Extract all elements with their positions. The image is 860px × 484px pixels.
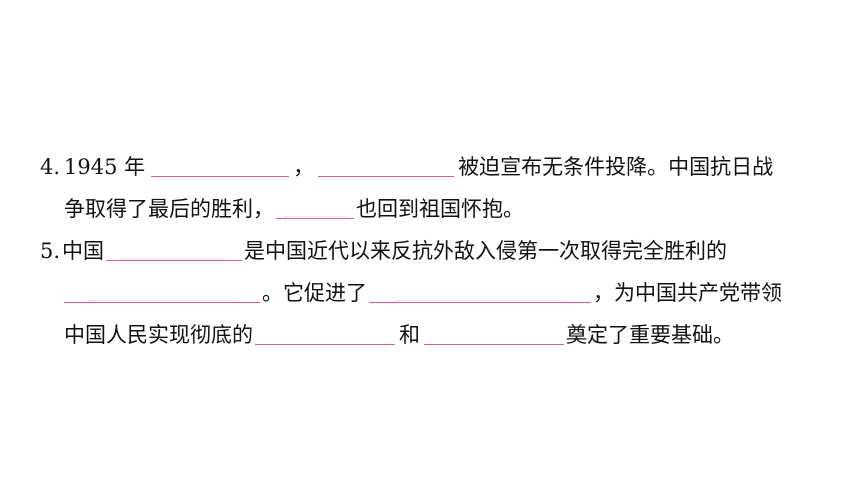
- q4-comma: ，: [293, 155, 315, 179]
- q5-number: 5.: [40, 239, 61, 263]
- q4-text-c: 也回到祖国怀抱。: [356, 197, 524, 221]
- q5-blank-3[interactable]: [369, 298, 591, 303]
- q5-line-1: 5. 中国 是中国近代以来反抗外敌入侵第一次取得完全胜利的: [40, 222, 727, 262]
- q5-text-g: 奠定了重要基础。: [566, 323, 734, 347]
- q5-text-c: 。它促进了: [262, 281, 367, 305]
- q5-blank-1[interactable]: [106, 256, 243, 261]
- q4-blank-2[interactable]: [318, 172, 455, 177]
- q5-text-b: 是中国近代以来反抗外敌入侵第一次取得完全胜利的: [244, 239, 728, 263]
- q5-blank-5[interactable]: [424, 340, 564, 345]
- q5-text-d: ，为中国共产党带领: [593, 281, 782, 305]
- q5-text-e: 中国人民实现彻底的: [64, 323, 253, 347]
- q5-line-3: 中国人民实现彻底的 和 奠定了重要基础。: [64, 306, 734, 346]
- q4-text-a: 被迫宣布无条件投降。中国抗日战: [458, 155, 774, 179]
- q4-line-2: 争取得了最后的胜利， 也回到祖国怀抱。: [64, 180, 524, 220]
- q4-text-b: 争取得了最后的胜利，: [64, 197, 274, 221]
- q5-text-f: 和: [399, 323, 420, 347]
- q5-line-2: 。它促进了 ，为中国共产党带领: [64, 264, 782, 304]
- q5-blank-2[interactable]: [64, 298, 260, 303]
- q4-line-1: 4. 1945 年 ， 被迫宣布无条件投降。中国抗日战: [40, 138, 773, 178]
- q4-number: 4.: [40, 155, 61, 179]
- q4-blank-3[interactable]: [276, 214, 354, 219]
- q5-blank-4[interactable]: [255, 340, 395, 345]
- q4-blank-1[interactable]: [151, 172, 290, 177]
- q5-text-a: 中国: [62, 239, 105, 263]
- q4-year: 1945 年: [64, 155, 146, 179]
